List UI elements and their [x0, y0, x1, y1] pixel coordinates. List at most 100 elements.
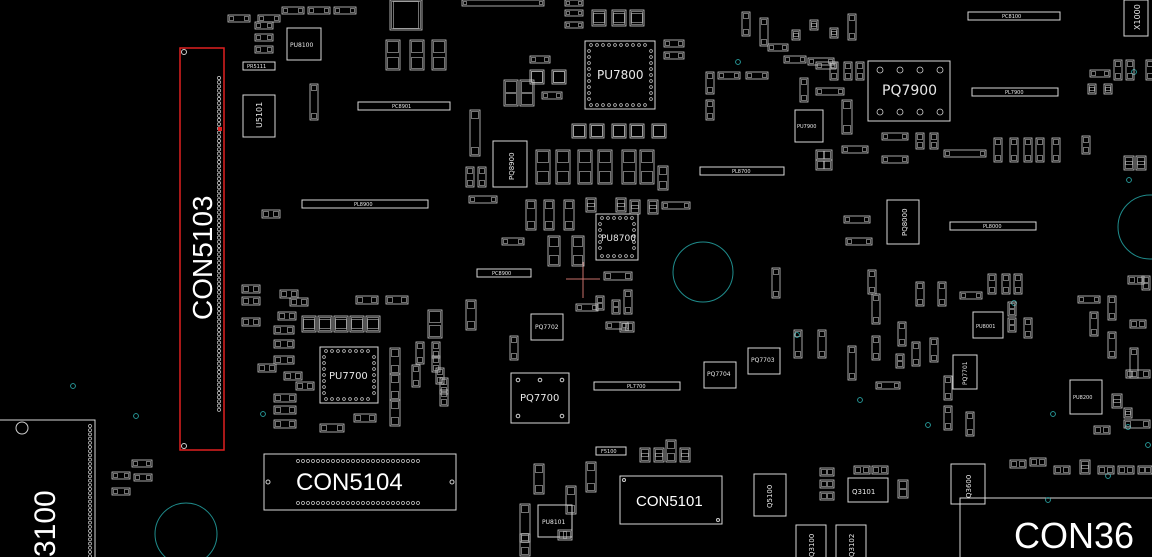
- ic-pu7900[interactable]: PU7900: [794, 109, 824, 143]
- pin: [324, 397, 328, 401]
- inductor-pl8700[interactable]: PL8700: [699, 166, 785, 176]
- ic-pu8200[interactable]: PU8200: [1069, 379, 1103, 415]
- pin: [331, 459, 335, 463]
- pad: [479, 168, 485, 174]
- pin: [217, 97, 221, 101]
- pad: [1037, 139, 1043, 145]
- capacitor-pc8900[interactable]: PC8900: [476, 268, 532, 278]
- pad: [902, 134, 907, 139]
- ic-pu7700[interactable]: PU7700: [319, 346, 379, 404]
- pad: [355, 415, 361, 421]
- pin: [649, 91, 653, 95]
- ic-pu8001[interactable]: PU8001: [972, 311, 1004, 339]
- transistor-q3100[interactable]: Q3100: [795, 524, 827, 557]
- passive-footprint: [611, 299, 621, 315]
- ic-pu8101[interactable]: PU8101: [537, 504, 573, 538]
- pad: [1063, 467, 1069, 473]
- pad: [785, 57, 790, 62]
- passive-footprint: [915, 281, 925, 307]
- pin: [88, 432, 92, 437]
- passive-footprint: [415, 341, 425, 365]
- ic-pq7701[interactable]: PQ7701: [952, 354, 978, 390]
- ic-pu8100[interactable]: PU8100: [286, 27, 322, 61]
- inductor-pl8900[interactable]: PL8900: [301, 199, 429, 209]
- inductor-pl8000[interactable]: PL8000: [949, 221, 1037, 231]
- ic-pq7900[interactable]: PQ7900: [867, 60, 951, 122]
- pad: [801, 79, 807, 85]
- passive-footprint: [819, 467, 835, 477]
- pad: [256, 47, 261, 52]
- passive-footprint: [564, 21, 584, 29]
- pin: [381, 459, 385, 463]
- pin: [372, 355, 376, 359]
- pin: [598, 240, 602, 244]
- connector-con36-partial[interactable]: CON36: [959, 497, 1152, 557]
- connector-con3100-partial[interactable]: 3100: [0, 419, 96, 557]
- pad: [795, 331, 801, 337]
- pad: [578, 11, 582, 15]
- inductor-pl7900[interactable]: PL7900: [971, 87, 1059, 97]
- inductor-pl7700[interactable]: PL7700: [593, 381, 681, 391]
- ic-pq7700[interactable]: PQ7700: [510, 372, 570, 424]
- resistor-pr5111[interactable]: PR5111: [242, 61, 276, 71]
- pad: [605, 273, 611, 279]
- fuse-f5100[interactable]: F5100: [595, 446, 627, 456]
- pad: [1105, 87, 1111, 93]
- passive-footprint: [791, 29, 801, 41]
- connector-con5101[interactable]: CON5101: [619, 475, 723, 525]
- passive-footprint: [1023, 317, 1033, 339]
- capacitor-pc8100[interactable]: PC8100: [967, 11, 1061, 21]
- capacitor-pc8901[interactable]: PC8901: [357, 101, 451, 111]
- pin: [217, 181, 221, 185]
- transistor-q5100[interactable]: Q5100: [753, 473, 787, 517]
- passive-footprint: [1087, 83, 1097, 95]
- transistor-q3600[interactable]: Q3600: [950, 463, 986, 505]
- pin: [401, 501, 405, 505]
- pad: [256, 35, 261, 40]
- transistor-q3102[interactable]: Q3102: [835, 524, 867, 557]
- transistor-q3101[interactable]: Q3101: [847, 477, 889, 503]
- passive-footprint: [595, 295, 605, 311]
- pad: [976, 293, 981, 298]
- ic-u5101[interactable]: U5101: [242, 94, 276, 138]
- ic-pq7702[interactable]: PQ7702: [530, 313, 564, 341]
- pad: [274, 16, 279, 21]
- pad: [1039, 459, 1045, 465]
- pad: [545, 201, 553, 209]
- pad: [613, 301, 619, 307]
- pad: [335, 8, 340, 13]
- ic-pq7703[interactable]: PQ7703: [747, 347, 781, 375]
- ic-pq8000[interactable]: PQ8000: [886, 199, 920, 245]
- passive-footprint: [273, 393, 297, 403]
- pad: [1127, 61, 1133, 67]
- pin: [217, 332, 221, 337]
- pin: [217, 361, 221, 366]
- ic-pq8900[interactable]: PQ8900: [492, 140, 528, 188]
- ic-pq7704[interactable]: PQ7704: [703, 361, 737, 389]
- pin: [589, 43, 593, 47]
- passive-footprint: [365, 315, 381, 333]
- u5101-outline: [242, 94, 276, 138]
- pin: [217, 319, 221, 324]
- con3100-outline: [0, 419, 96, 557]
- pad: [413, 366, 419, 372]
- ic-pu7800[interactable]: PU7800: [584, 40, 656, 110]
- pad: [243, 319, 249, 325]
- pin: [217, 80, 221, 85]
- pad: [289, 395, 295, 401]
- pad: [417, 357, 423, 363]
- pad: [1009, 309, 1015, 315]
- connector-con5104[interactable]: CON5104: [263, 453, 457, 511]
- pad: [369, 415, 375, 421]
- pin: [88, 554, 92, 557]
- pad: [537, 151, 549, 163]
- connector-con5103[interactable]: CON5103: [179, 47, 225, 451]
- ic-pu8700[interactable]: PU8700: [595, 213, 639, 261]
- pin: [371, 501, 375, 505]
- pin: [217, 109, 221, 114]
- pad: [1109, 351, 1115, 357]
- crystal-x1000[interactable]: X1000: [1123, 0, 1149, 37]
- passive-footprint: [965, 411, 975, 437]
- con5103-pin-column: [217, 76, 221, 412]
